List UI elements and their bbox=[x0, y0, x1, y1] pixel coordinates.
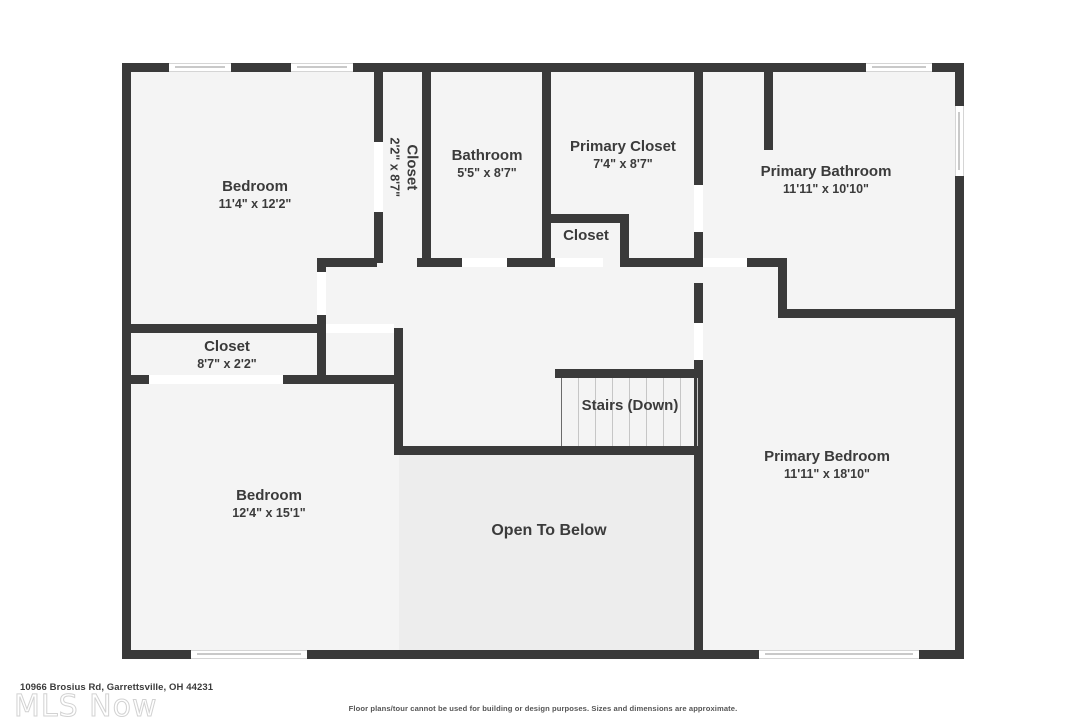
room-fill-closet-bedroom2 bbox=[131, 324, 323, 384]
wall-stairs-left-v bbox=[561, 378, 562, 450]
wall-hall-pbed-v2 bbox=[694, 360, 703, 659]
wall-bedroom1-closet-v bbox=[374, 72, 383, 142]
wall-closet2-right-v bbox=[317, 324, 326, 384]
room-fill-bedroom-2 bbox=[131, 380, 399, 650]
exterior-wall-left bbox=[122, 63, 131, 659]
window-primary-bath-side bbox=[955, 106, 964, 176]
room-fill-stairs bbox=[561, 374, 699, 450]
window-bedroom1-a bbox=[169, 63, 231, 72]
doorway-hall-pbath bbox=[703, 258, 747, 267]
wall-pbath-notch-top bbox=[747, 258, 787, 267]
property-address: 10966 Brosius Rd, Garrettsville, OH 4423… bbox=[20, 682, 214, 693]
floor-plan: Bedroom 11'4" x 12'2" Closet 2'2" x 8'7"… bbox=[122, 63, 964, 659]
wall-hall-top-a bbox=[317, 258, 377, 267]
wall-pcloset-pbath-v bbox=[694, 72, 703, 185]
doorway-closet2-hall bbox=[326, 324, 394, 333]
wall-hall-top-d bbox=[620, 258, 703, 267]
wall-bedroom1-closet-v2 bbox=[374, 212, 383, 263]
wall-hall-top-c bbox=[507, 258, 555, 267]
disclaimer-text: Floor plans/tour cannot be used for buil… bbox=[348, 704, 738, 713]
room-fill-open-to-below bbox=[399, 450, 699, 650]
wall-pbath-stub-v bbox=[764, 72, 773, 150]
mls-now-watermark: MLS Now bbox=[14, 689, 158, 724]
window-bedroom2 bbox=[191, 650, 307, 659]
room-fill-closet-small bbox=[547, 218, 625, 258]
window-primary-bedroom bbox=[759, 650, 919, 659]
doorway-hall-bedroom1 bbox=[317, 272, 326, 315]
doorway-closet2-bedroom bbox=[149, 375, 283, 384]
exterior-wall-right bbox=[955, 63, 964, 659]
wall-stairs-bot bbox=[394, 446, 703, 455]
room-fill-closet-hall bbox=[379, 72, 427, 258]
room-fill-pbath-notch bbox=[699, 258, 787, 318]
room-fill-primary-bedroom bbox=[699, 304, 955, 650]
wall-hall-pbed-v bbox=[694, 283, 703, 323]
room-fill-bathroom bbox=[427, 72, 547, 258]
doorway-closet-hall bbox=[374, 142, 383, 212]
doorway-bathroom bbox=[462, 258, 507, 267]
wall-hall-top-b bbox=[417, 258, 462, 267]
doorway-hall-pbedroom bbox=[694, 323, 703, 360]
doorway-pcloset-pbath bbox=[694, 185, 703, 232]
wall-bathroom-pcloset-v bbox=[542, 72, 551, 263]
exterior-wall-bottom bbox=[122, 650, 964, 659]
wall-pcloset-pbath-v2 bbox=[694, 232, 703, 263]
window-bedroom1-b bbox=[291, 63, 353, 72]
wall-closet-small-right-v bbox=[620, 218, 629, 263]
wall-pbath-notch-bot bbox=[778, 309, 964, 318]
wall-closet-small-top bbox=[547, 214, 629, 223]
exterior-wall-top bbox=[122, 63, 964, 72]
stairs-treads bbox=[562, 378, 699, 446]
window-primary-bathroom bbox=[866, 63, 932, 72]
wall-stairs-top bbox=[555, 369, 703, 378]
wall-closet2-top bbox=[122, 324, 326, 333]
wall-pbath-notch-v bbox=[778, 263, 787, 318]
doorway-primary-closet bbox=[555, 258, 603, 267]
wall-closet-bathroom-v bbox=[422, 72, 431, 263]
wall-bedroom2-hall-v bbox=[394, 328, 403, 454]
